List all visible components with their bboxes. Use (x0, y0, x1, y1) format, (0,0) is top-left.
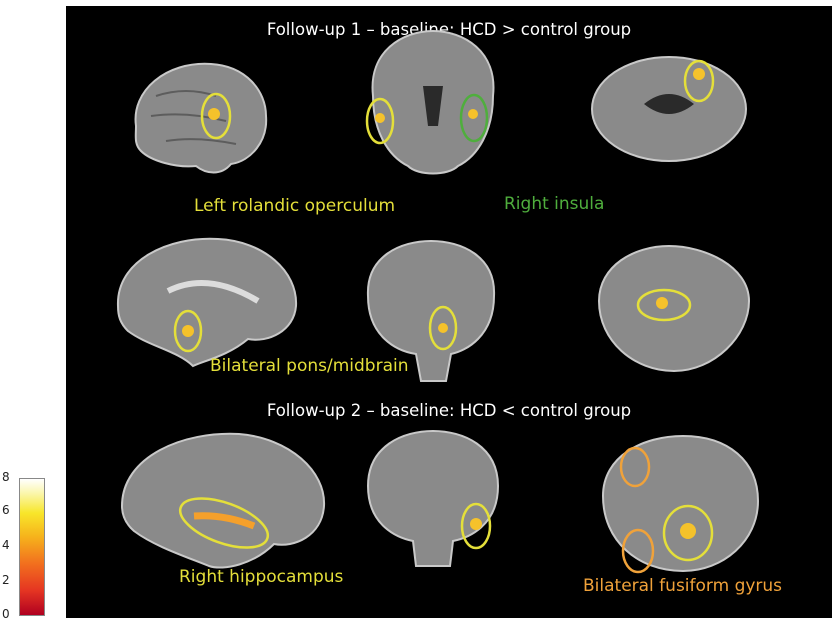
brain-axial-row3 (601, 434, 760, 574)
label-left-rolandic: Left rolandic operculum (194, 196, 396, 216)
region-circle (683, 59, 715, 103)
region-circle-yellow (365, 97, 395, 145)
brain-axial-row1 (591, 56, 747, 162)
brain-sagittal-row1 (134, 62, 268, 174)
brain-sagittal-row2 (116, 237, 298, 368)
region-circle (173, 309, 203, 353)
figure-panel: Follow-up 1 – baseline: HCD > control gr… (66, 6, 832, 618)
colorbar-tick-2: 2 (2, 573, 10, 587)
brain-sagittal-row3 (120, 432, 326, 569)
region-circle (200, 92, 232, 140)
region-circle-yellow (662, 504, 714, 562)
colorbar-tick-8: 8 (2, 470, 10, 484)
region-circle-green (459, 93, 489, 143)
brain-coronal-row1 (365, 29, 495, 175)
colorbar-tick-6: 6 (2, 503, 10, 517)
label-hippocampus: Right hippocampus (179, 567, 344, 587)
label-fusiform: Bilateral fusiform gyrus (583, 576, 783, 596)
colorbar-tick-4: 4 (2, 538, 10, 552)
region-circle (428, 305, 458, 351)
region-circle-orange (619, 446, 651, 488)
activation-blob (208, 108, 220, 120)
brain-coronal-row2 (366, 239, 496, 382)
region-circle (178, 497, 270, 549)
colorbar-tick-0: 0 (2, 607, 10, 621)
brain-coronal-row3 (366, 429, 500, 567)
colorbar (19, 478, 45, 616)
brain-axial-row2 (597, 244, 751, 373)
region-circle (460, 502, 492, 550)
title-follow-up-1: Follow-up 1 – baseline: HCD > control gr… (266, 20, 632, 39)
title-follow-up-2: Follow-up 2 – baseline: HCD < control gr… (266, 401, 632, 420)
label-pons: Bilateral pons/midbrain (210, 356, 409, 376)
label-right-insula: Right insula (504, 194, 605, 214)
region-circle-orange (621, 528, 655, 574)
region-circle (636, 288, 692, 322)
